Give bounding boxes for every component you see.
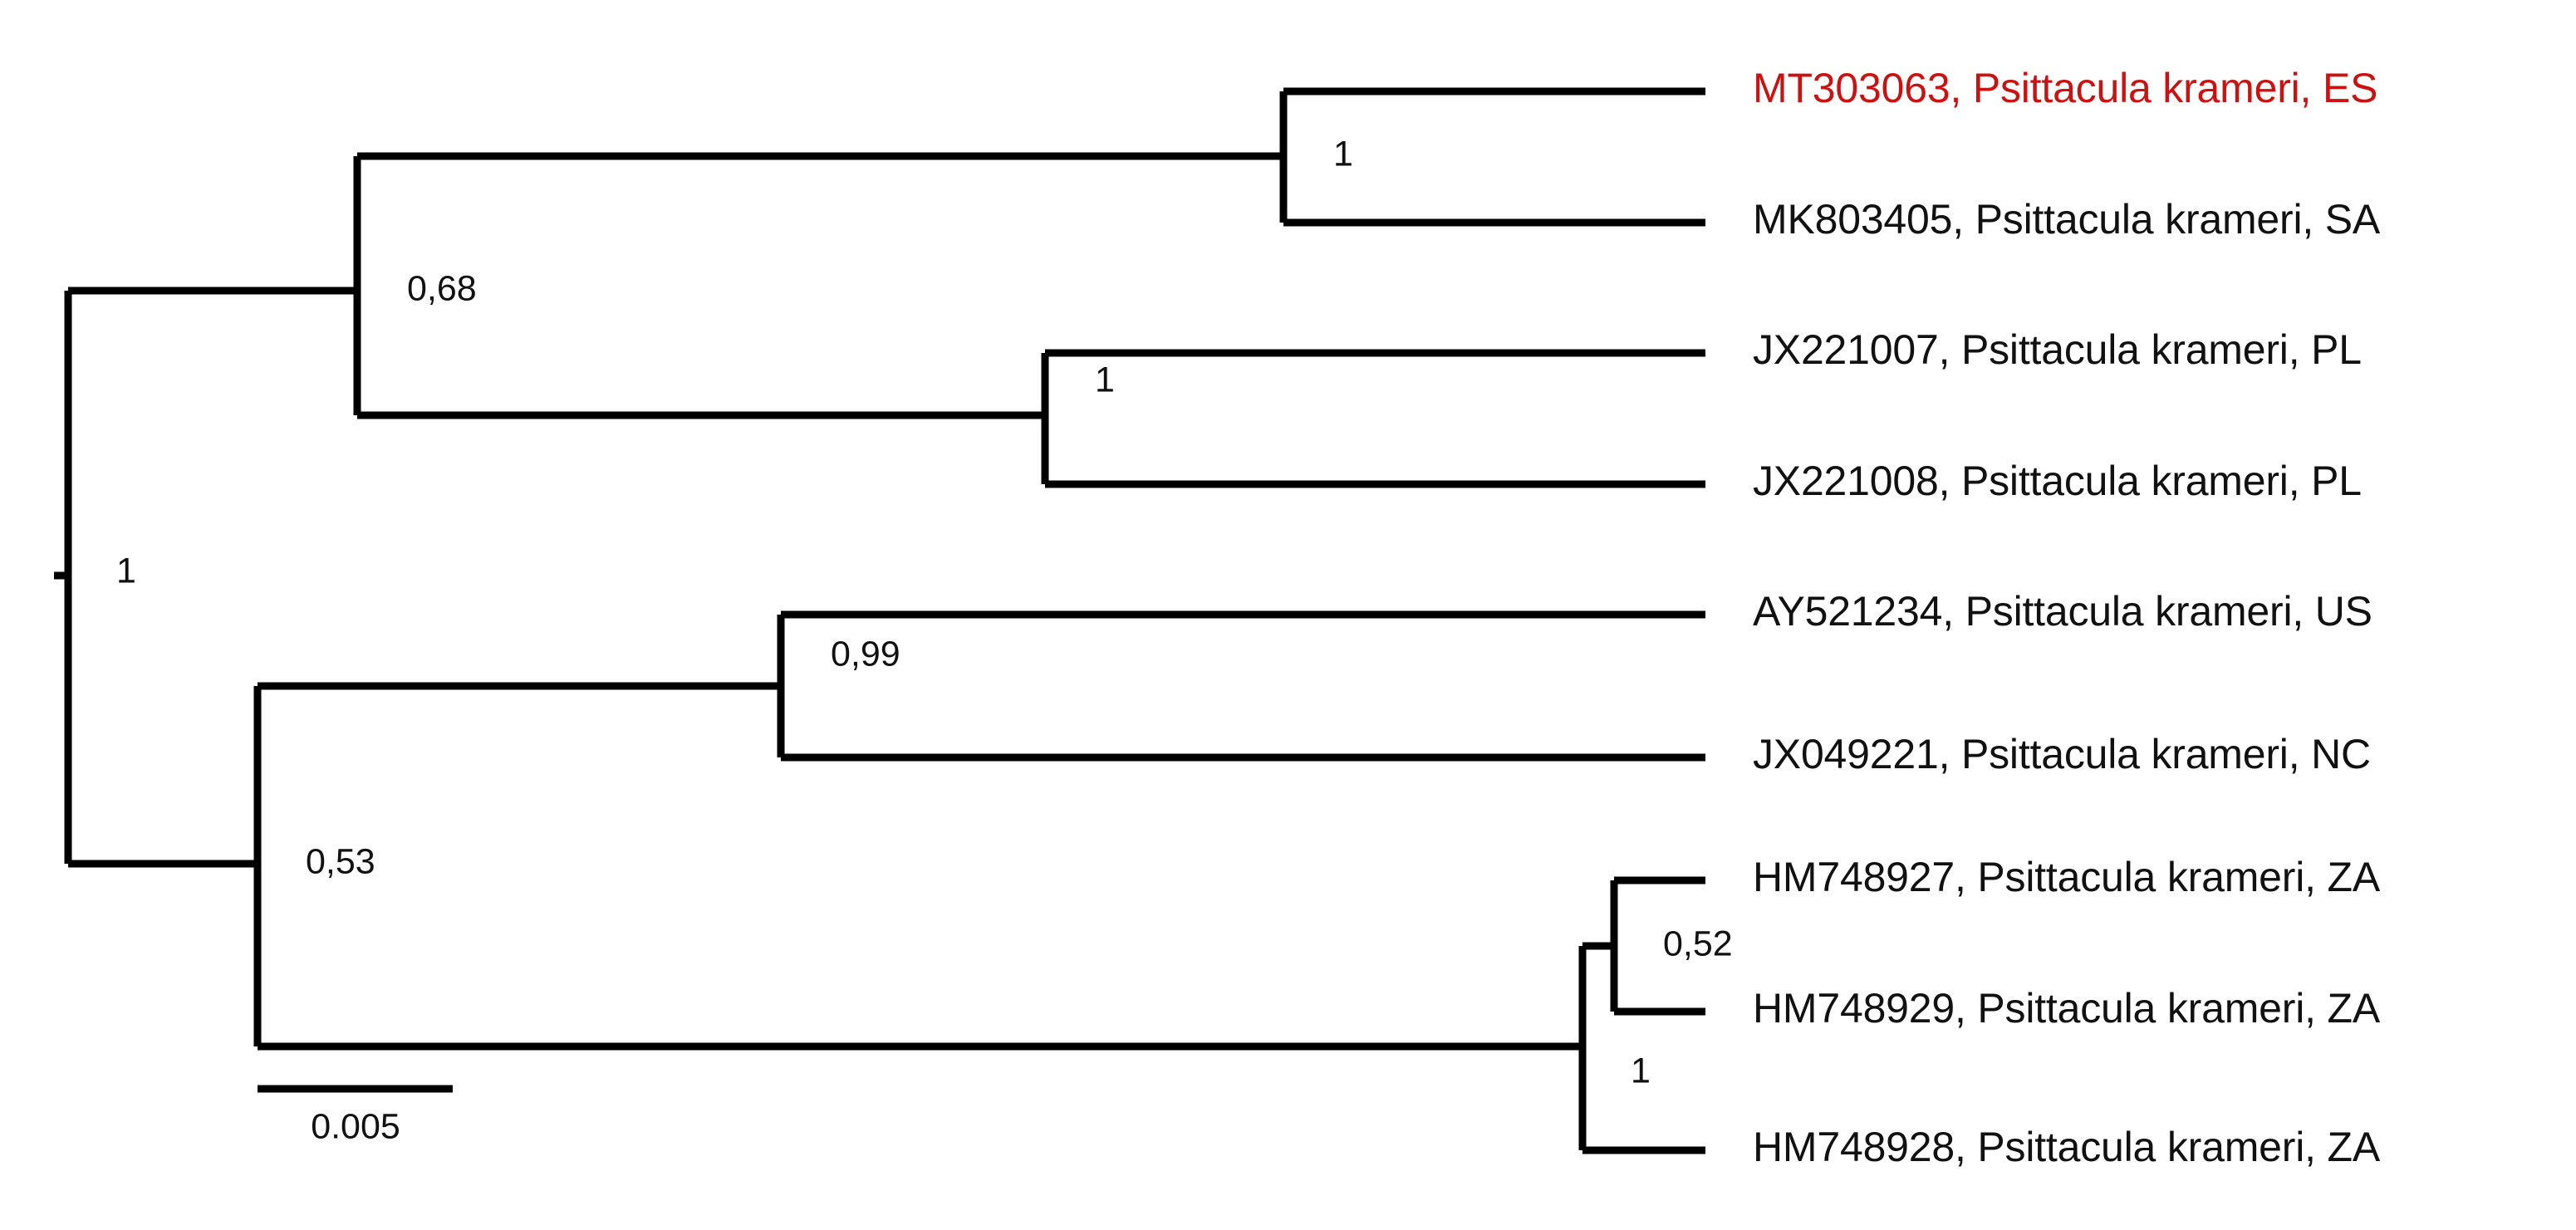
tip-label-MK803405[interactable]: MK803405, Psittacula krameri, SA [1753,196,2381,243]
clade-es-sa-pl-clade [68,156,361,415]
clade-us-nc-clade [258,615,785,757]
tip-label-JX221008[interactable]: JX221008, Psittacula krameri, PL [1753,458,2362,504]
tip-label-HM748929[interactable]: HM748929, Psittacula krameri, ZA [1753,985,2381,1032]
tip-label-HM748927[interactable]: HM748927, Psittacula krameri, ZA [1753,854,2381,900]
tip-label-JX221007[interactable]: JX221007, Psittacula krameri, PL [1753,326,2362,373]
support-value-pl-clade: 1 [1095,360,1115,399]
support-value-es-sa-clade: 1 [1333,134,1353,174]
tip-label-MT303063[interactable]: MT303063, Psittacula krameri, ES [1753,65,2377,111]
tip-label-AY521234[interactable]: AY521234, Psittacula krameri, US [1753,588,2372,635]
support-value-es-sa-pl-clade: 0,68 [407,268,477,308]
clade-es-sa-clade [357,91,1288,223]
clade-pl-clade [357,353,1049,484]
scale-bar: 0.005 [258,1085,453,1146]
tip-label-HM748928[interactable]: HM748928, Psittacula krameri, ZA [1753,1124,2381,1170]
support-value-us-nc-za-clade: 0,53 [306,841,375,881]
support-value-za-clade: 1 [1631,1051,1651,1090]
clade-za-subclade [1582,880,1618,1012]
clade-root [54,291,72,864]
scale-bar-label: 0.005 [311,1106,400,1146]
clade-za-clade [258,946,1587,1150]
branch-layer [54,87,1705,1154]
tip-label-JX049221[interactable]: JX049221, Psittacula krameri, NC [1753,731,2371,777]
support-value-layer: 1 0,68 1 1 0,53 0,99 1 0,52 [116,134,1733,1090]
clade-us-nc-za-clade [68,686,262,1046]
support-value-za-subclade: 0,52 [1663,924,1733,963]
tip-label-layer: MT303063, Psittacula krameri, ES MK803405… [1753,65,2381,1170]
support-value-us-nc-clade: 0,99 [831,634,900,674]
support-value-root: 1 [116,551,136,590]
